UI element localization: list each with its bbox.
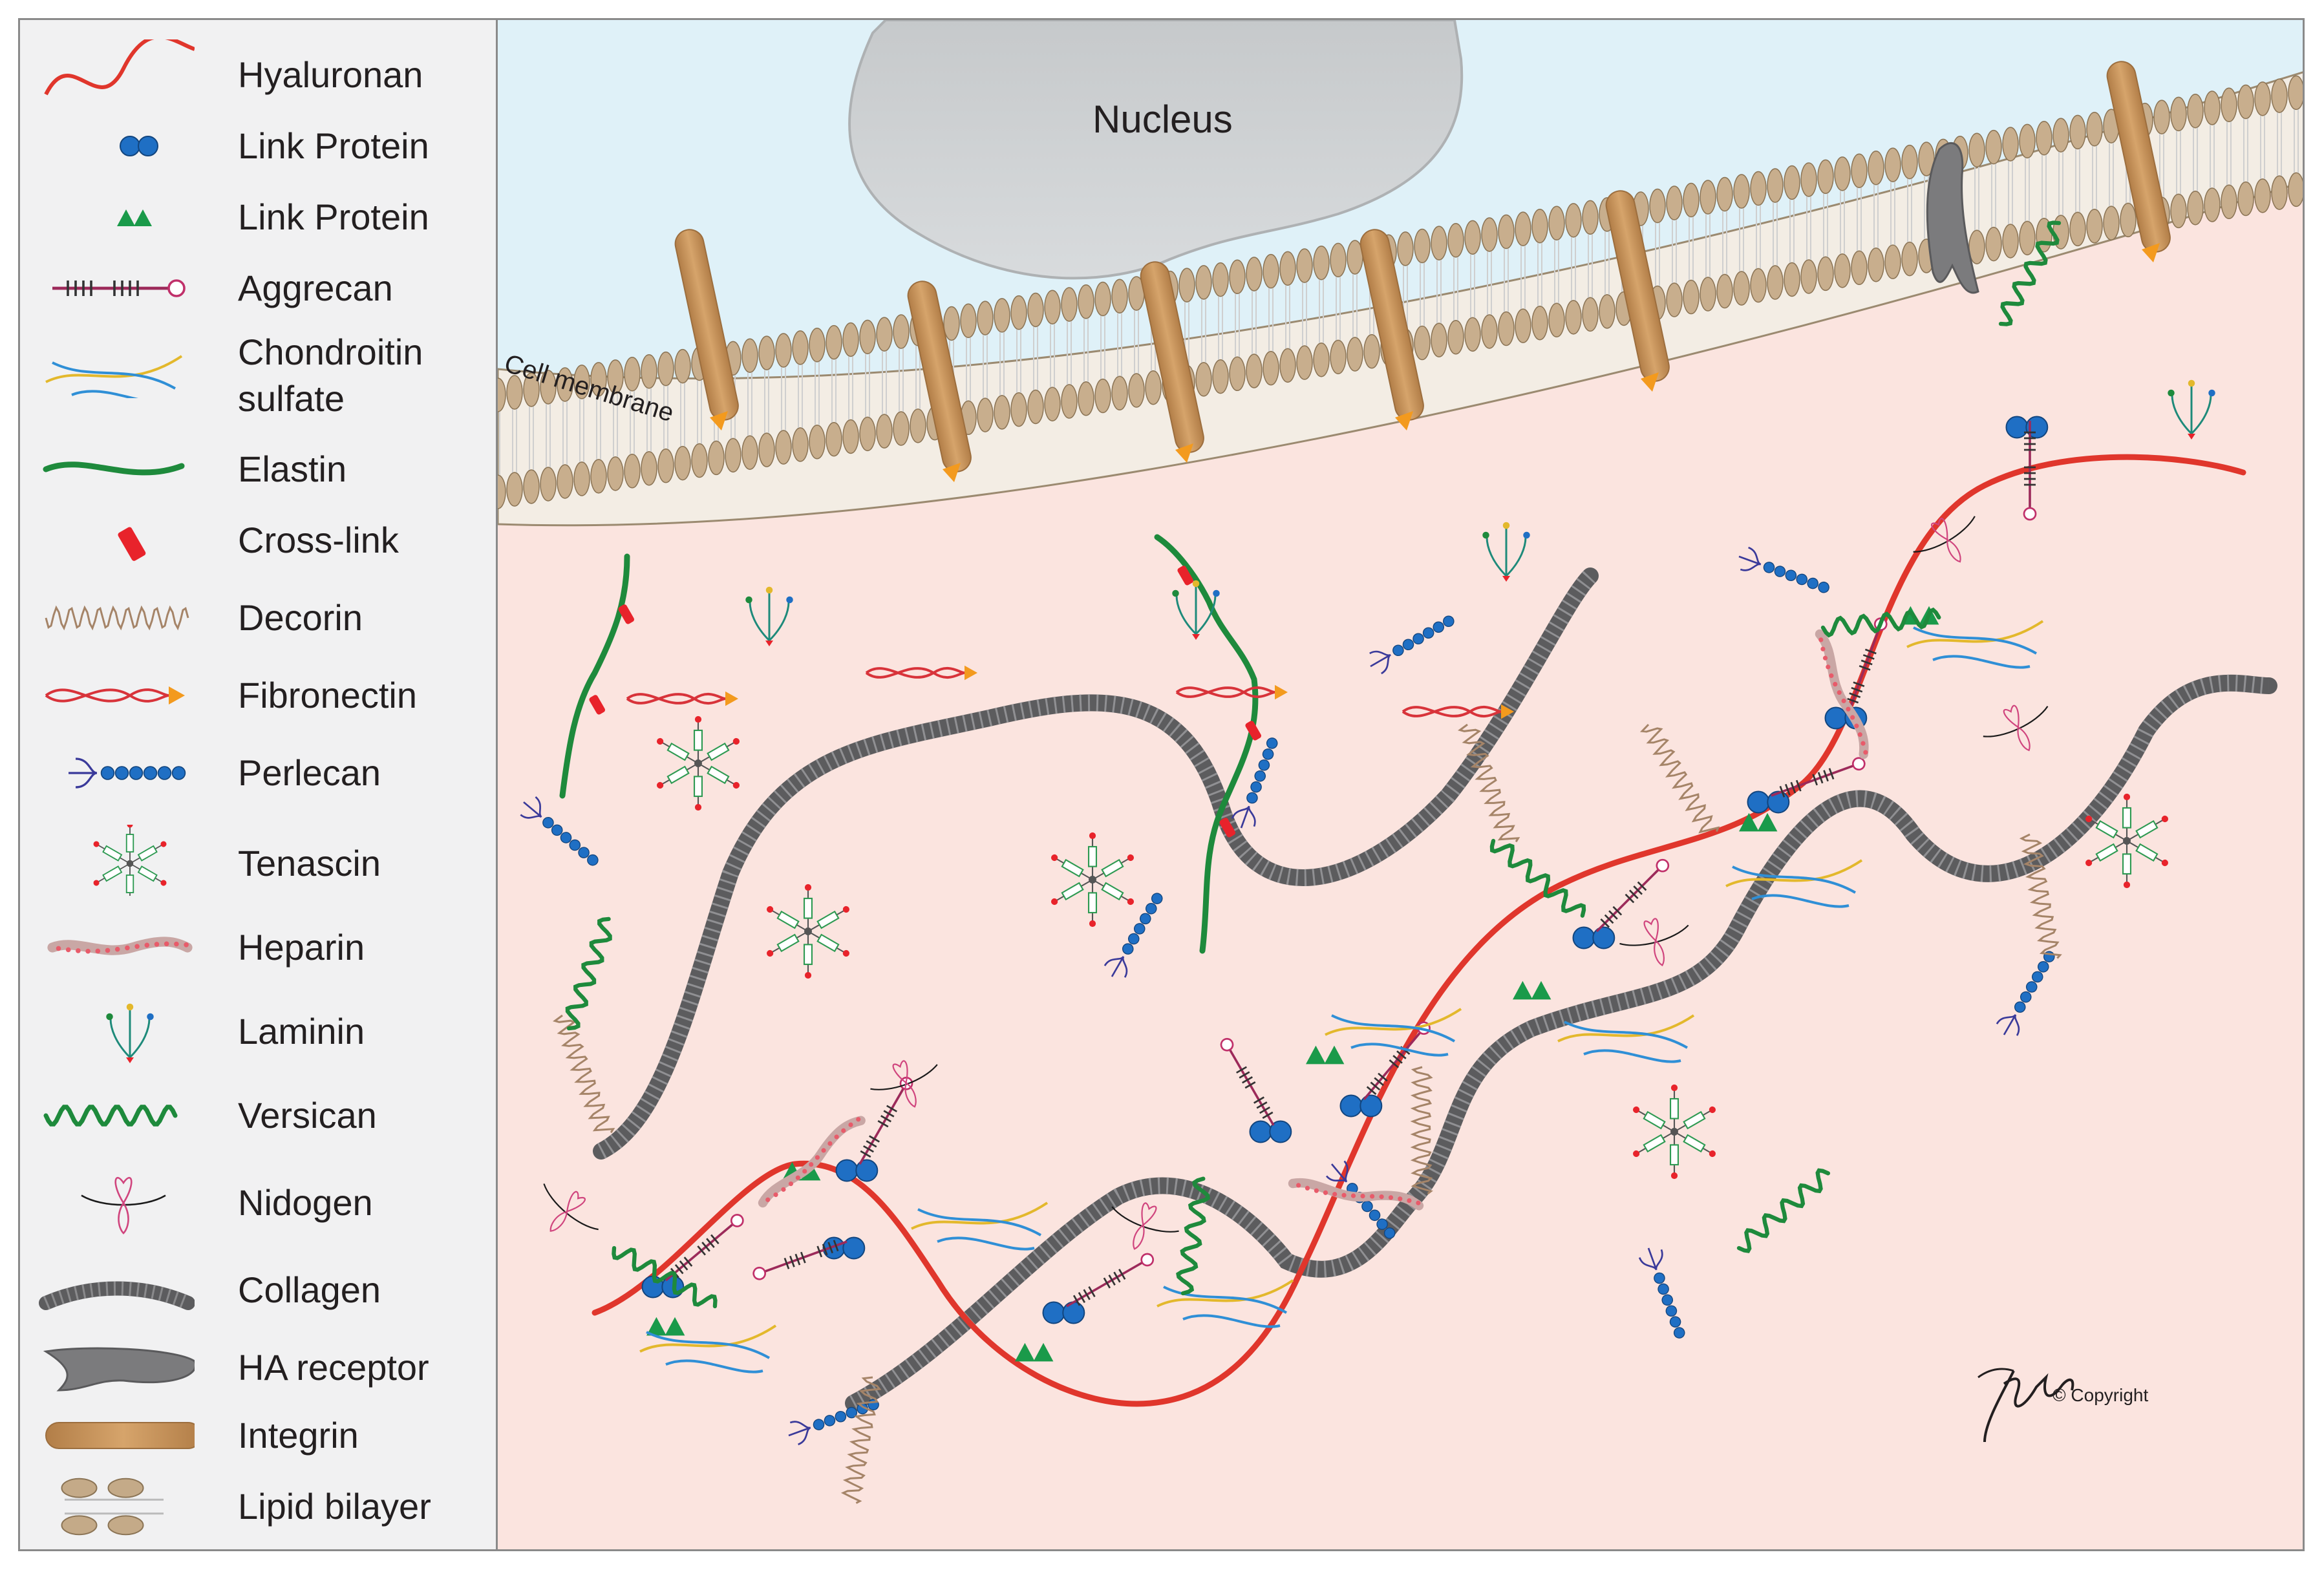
cross-link-icon (118, 527, 146, 561)
link-protein-triangle-icon (117, 209, 152, 226)
legend-label: Link Protein (238, 196, 429, 237)
legend-label: Fibronectin (238, 675, 418, 715)
scene-drawing (498, 20, 2303, 1549)
legend-item: Versican (20, 1083, 500, 1148)
legend-item: Lipid bilayer (20, 1474, 500, 1539)
link-protein-circle-icon (120, 136, 158, 156)
elastin-chain (1154, 534, 1259, 954)
legend-item: Laminin (20, 993, 500, 1070)
legend-label: Hyaluronan (238, 54, 423, 95)
legend-item: HA receptor (20, 1332, 500, 1403)
perlecan-icon (69, 758, 186, 789)
diagram-scene (498, 18, 2305, 1551)
legend-item: Tenascin (20, 825, 500, 902)
legend-item: Chondroitin sulfate (20, 327, 500, 424)
legend-label: Nidogen (238, 1182, 373, 1223)
decorin-icon (45, 605, 189, 631)
legend-label: Collagen (238, 1269, 381, 1310)
nucleus-label: Nucleus (1093, 98, 1233, 141)
legend-label: Lipid bilayer (238, 1486, 431, 1527)
membrane-proteins (674, 61, 2171, 482)
legend-label: Aggrecan (238, 268, 393, 308)
legend-item: Hyaluronan (20, 39, 500, 111)
extracellular-matrix-components (520, 220, 2277, 1504)
legend-label: Heparin (238, 927, 365, 968)
legend-label: Elastin (238, 449, 347, 489)
chondroitin-sulfate-icon (45, 355, 183, 398)
legend-item: Integrin (20, 1406, 500, 1465)
author-signature (1978, 1368, 2074, 1443)
copyright-label: © Copyright (2052, 1385, 2149, 1405)
versican-icon (43, 1105, 178, 1127)
legend-item: Nidogen (20, 1167, 500, 1238)
tenascin-icon (93, 825, 167, 896)
integrin-icon (45, 1422, 195, 1449)
elastin-icon (43, 461, 185, 476)
legend-item: Cross-link (20, 508, 500, 573)
legend-label: Integrin (238, 1415, 359, 1456)
legend-item: Heparin (20, 915, 500, 980)
legend-item: Link Protein (20, 120, 500, 172)
hyaluronan-icon (44, 39, 195, 96)
legend-item: Perlecan (20, 741, 500, 805)
legend-label: Tenascin (238, 843, 381, 884)
collagen-icon (39, 1281, 195, 1310)
legend-item: Fibronectin (20, 663, 500, 728)
legend-label: Link Protein (238, 125, 429, 166)
laminin-icon (106, 1003, 154, 1063)
legend-label: Cross-link (238, 520, 399, 560)
nucleus-shape (848, 20, 1464, 280)
ha-receptor-icon (43, 1347, 195, 1392)
legend-label: Chondroitin sulfate (238, 332, 423, 419)
lipid-bilayer-icon (61, 1478, 164, 1536)
legend-label: Perlecan (238, 752, 381, 793)
heparin-icon (47, 937, 193, 955)
legend-item: Elastin (20, 443, 500, 495)
legend-item: Decorin (20, 586, 500, 650)
legend-item: Aggrecan (20, 262, 500, 314)
aggrecan-icon (52, 279, 186, 297)
legend-label: Laminin (238, 1011, 365, 1052)
legend-item: Link Protein (20, 191, 500, 243)
legend-label: Decorin (238, 597, 363, 638)
fibronectin-icon (45, 686, 185, 705)
legend-item: Collagen (20, 1258, 500, 1322)
legend-label: Versican (238, 1095, 377, 1136)
nidogen-icon (81, 1177, 166, 1235)
elastin-chain (559, 553, 630, 799)
legend-label: HA receptor (238, 1347, 429, 1388)
hyaluronan-backbone (592, 454, 2246, 1407)
